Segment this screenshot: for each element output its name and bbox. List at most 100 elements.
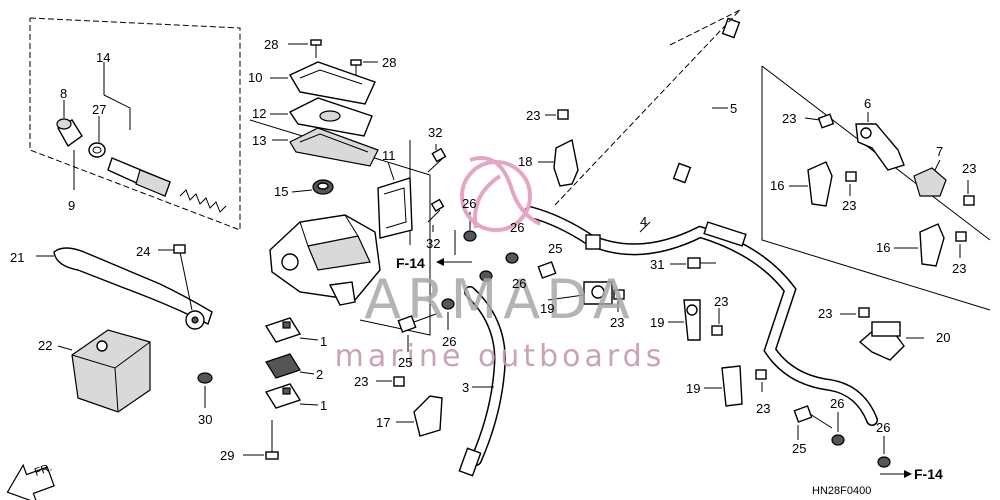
callout-8: 8 [60,86,67,101]
front-direction-arrow [6,463,55,500]
callout-23j: 23 [354,374,368,389]
callout-labels: 1 1 2 3 4 5 6 7 8 9 10 11 12 13 14 15 16… [10,37,976,463]
callout-25c: 25 [792,441,806,456]
brake-hose-3 [458,286,507,477]
clamp-16b [919,223,945,267]
bolt-31 [687,257,716,269]
brake-hose-4 [524,206,878,426]
switch-plate-2 [265,353,301,379]
piston-part [107,157,171,197]
washer-26c [479,270,493,282]
callout-23e: 23 [952,261,966,276]
ref-f14-right: F-14 [914,466,943,482]
callout-26b: 26 [510,220,524,235]
callout-1b: 1 [320,398,327,413]
callout-13: 13 [252,133,266,148]
callout-2: 2 [316,367,323,382]
banjo-bolt-25b [397,313,437,333]
callout-23f: 23 [714,294,728,309]
callout-29: 29 [220,448,234,463]
callout-23g: 23 [610,315,624,330]
callout-25a: 25 [548,241,562,256]
callout-3: 3 [462,380,469,395]
callout-22: 22 [38,338,52,353]
watermark-tagline: marine outboards [335,339,666,374]
callout-26f: 26 [876,420,890,435]
callout-28a: 28 [264,37,278,52]
ref-f14-left: F-14 [396,255,425,271]
callout-19b: 19 [650,315,664,330]
bracket-7 [913,167,947,197]
callout-16a: 16 [770,178,784,193]
callout-17: 17 [376,415,390,430]
switch-1a [264,317,302,343]
clamp-19c [721,365,743,407]
bolt-32a [427,147,447,173]
callout-23d: 23 [842,198,856,213]
bolt-23-rb-3 [963,195,975,206]
washer-26d [441,298,455,310]
callout-26e: 26 [830,396,844,411]
callout-21: 21 [10,250,24,265]
lever-cover [71,329,151,413]
watermark-logo [460,156,541,232]
bolt-23-mid-2 [711,325,723,336]
callout-23i: 23 [818,306,832,321]
holder-part [377,177,413,239]
washer-26b [505,252,519,264]
f14-left-arrow [436,258,472,266]
clamp-16a [807,161,833,207]
circlip-part [88,142,106,158]
callout-23a: 23 [526,108,540,123]
screw-28a [310,39,322,58]
bracket-18 [553,109,579,187]
screw-29 [265,420,279,460]
washer-26e [831,434,845,446]
callout-16b: 16 [876,240,890,255]
banjo-bolt-25c [793,405,833,429]
washer-26f [877,456,891,468]
bolt-32b [427,198,445,223]
callout-19c: 19 [686,381,700,396]
bolt-23-rb-2 [845,171,857,182]
callout-24: 24 [136,244,150,259]
callout-4: 4 [640,214,647,229]
callout-12: 12 [252,106,266,121]
spring-part [179,189,227,213]
bracket-17 [413,395,443,437]
bolt-23-rb-4 [955,231,967,242]
bolt-23-rb-1 [817,113,835,129]
front-label: FR. [33,461,54,478]
callout-31: 31 [650,257,664,272]
washer-26a [463,230,477,242]
master-cylinder-body [269,214,381,306]
callout-26d: 26 [442,334,456,349]
callout-5: 5 [730,101,737,116]
bolt-23-mid-1 [613,289,625,300]
watermark-brand: ARMADA [364,268,636,331]
callout-26a: 26 [462,196,476,211]
callout-32b: 32 [426,236,440,251]
callout-30: 30 [198,412,212,427]
callout-20: 20 [936,330,950,345]
callout-9: 9 [68,198,75,213]
bolt-23-17 [393,376,405,387]
clamp-19a [683,299,701,341]
pivot-bolt-24 [173,244,193,311]
callout-19a: 19 [540,301,554,316]
diaphragm [289,127,379,167]
callout-6: 6 [864,96,871,111]
seal-part [312,179,334,195]
callout-25b: 25 [398,355,412,370]
bolt-23-mid-3 [755,369,767,380]
callout-23h: 23 [756,401,770,416]
callout-10: 10 [248,70,262,85]
callout-23c: 23 [962,161,976,176]
callout-18: 18 [518,154,532,169]
brake-lever [53,247,213,330]
switch-1b [264,383,302,409]
callout-32a: 32 [428,125,442,140]
callout-28b: 28 [382,55,396,70]
callout-1a: 1 [320,334,327,349]
clamp-20 [858,321,905,361]
